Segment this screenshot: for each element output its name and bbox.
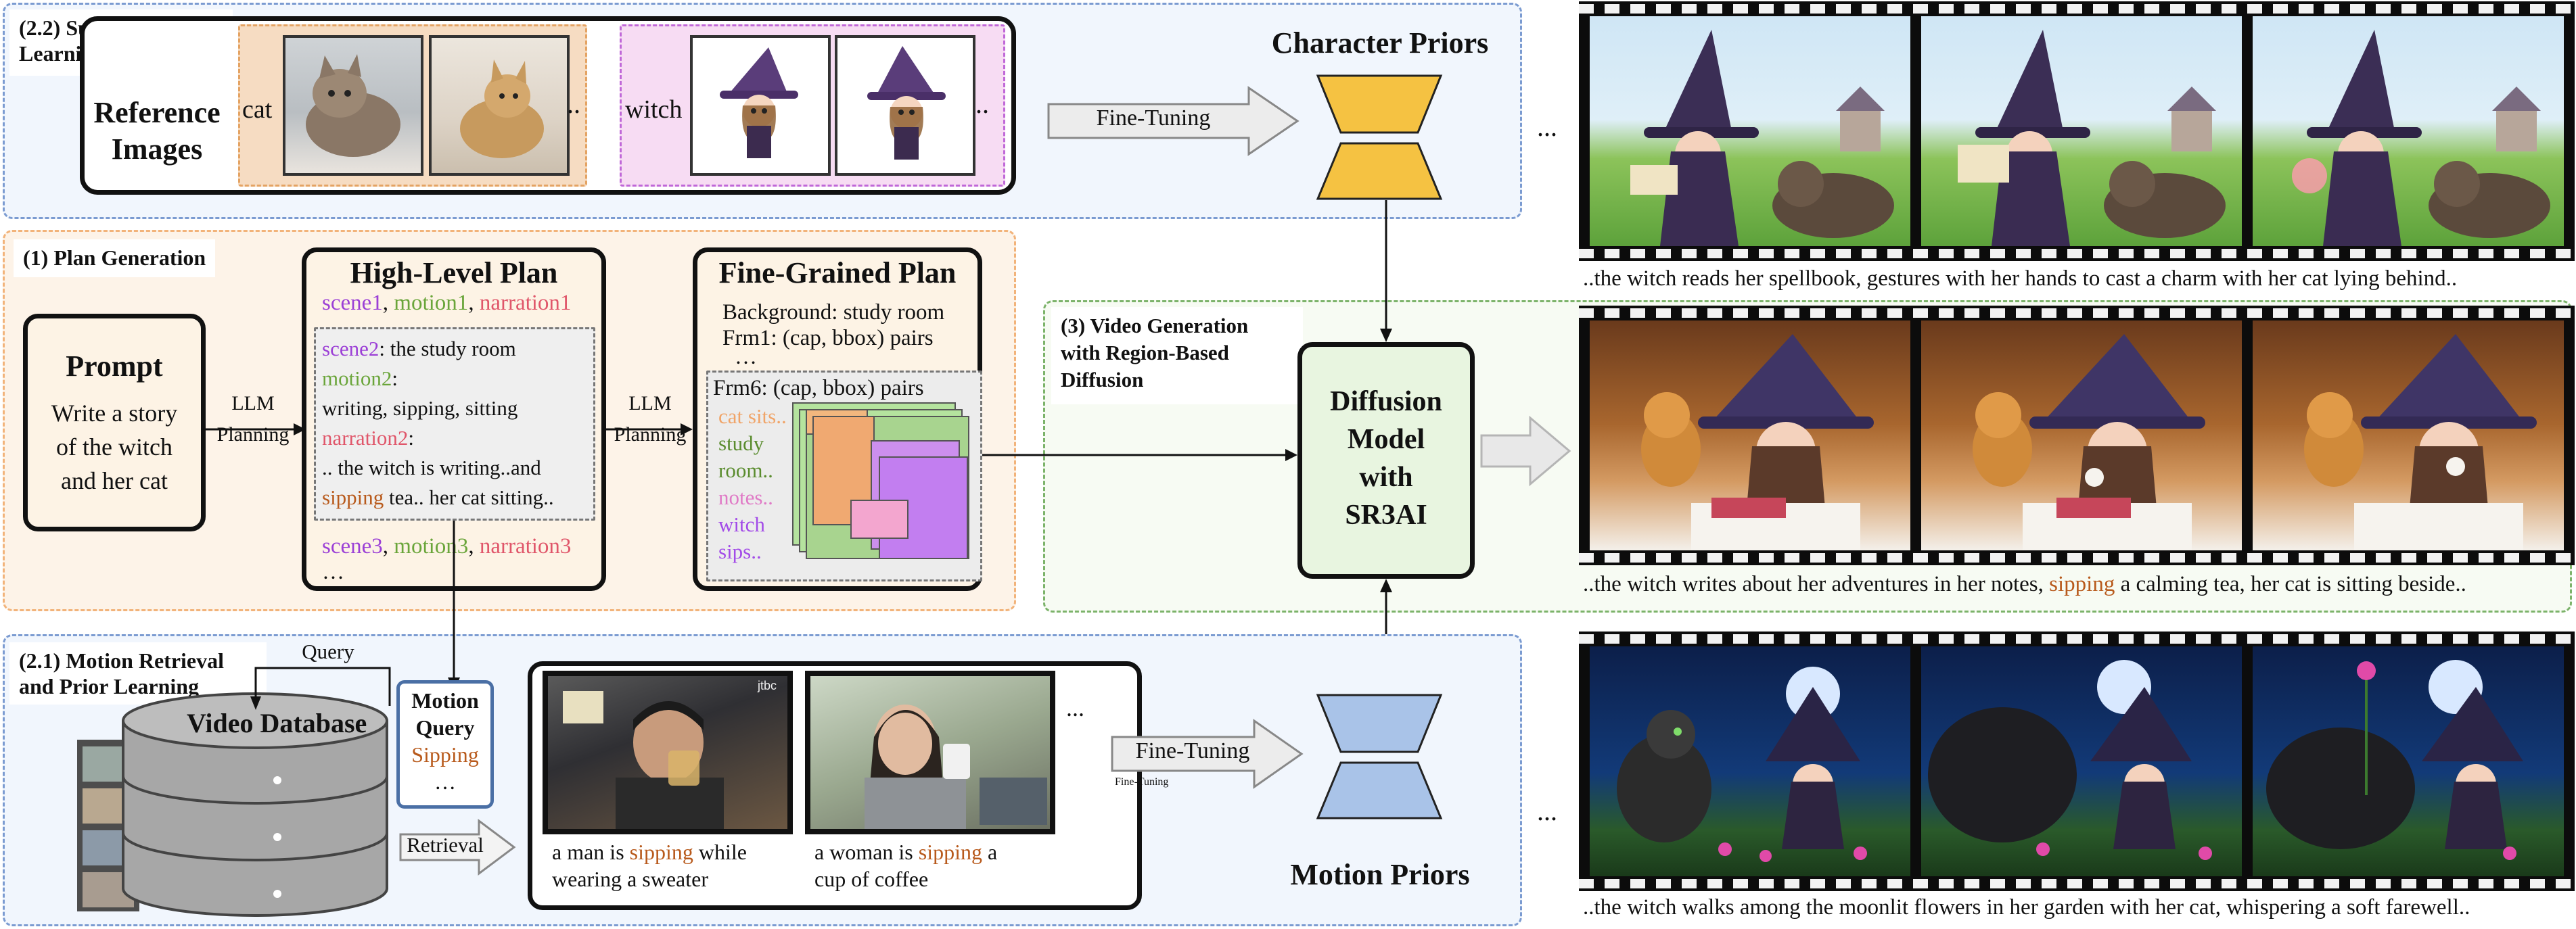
finetune-label-top: Fine-Tuning: [1096, 105, 1211, 130]
output-sipping-highlight: sipping: [2049, 572, 2115, 596]
strip2-frame-1: [1590, 320, 1910, 550]
diffusion-model-box: [1297, 342, 1475, 579]
fine-grained-plan-title: Fine-Grained Plan: [718, 256, 957, 289]
caption-study: study: [718, 431, 764, 455]
frm6-captions: cat sits.. study room.. notes.. witch si…: [718, 403, 787, 565]
motion3-label: motion3: [394, 534, 469, 558]
motion-priors-title: Motion Priors: [1290, 858, 1470, 891]
video-badge: jtbc: [758, 679, 777, 692]
high-level-ellipsis: …: [322, 560, 344, 584]
diffusion-model-label: Diffusion Model with SR3AI: [1330, 386, 1442, 531]
outputs-ellipsis-top: ...: [1537, 112, 1557, 142]
strip1-frame-2: [1921, 16, 2242, 246]
caption-witch: witch: [718, 513, 765, 536]
query-arrow: [250, 667, 391, 710]
motion-priors-icon: [1316, 694, 1443, 819]
motion-query-text: Motion Query Sipping …: [396, 687, 494, 795]
caption-notes: notes..: [718, 485, 773, 509]
fine-grained-frm6: Frm6: (cap, bbox) pairs: [713, 376, 924, 400]
video-database-icon: [122, 692, 388, 917]
finetune-label-bottom-text: Fine-Tuning: [1135, 738, 1250, 763]
output-film-strip-2: [1579, 306, 2575, 565]
llm-planning-label-1: LLM Planning: [216, 392, 290, 446]
scene1-label: scene1: [322, 291, 383, 315]
cat-reference-image-2: [429, 35, 570, 176]
caption-cat-sits: cat sits..: [718, 404, 787, 428]
retrieved-caption-2: a woman is sipping a cup of coffee: [814, 840, 998, 891]
prompt-title: Prompt: [66, 350, 163, 383]
cat-reference-image-1: [283, 35, 423, 176]
llm-planning-arrow-2: [606, 423, 693, 435]
strip1-frame-1: [1590, 16, 1910, 246]
high-level-scene2-card: [314, 327, 595, 521]
high-level-scene3-row: scene3, motion3, narration3: [322, 534, 572, 558]
scene3-label: scene3: [322, 534, 383, 558]
output-film-strip-1: [1579, 1, 2575, 261]
witch-group-ellipsis: ..: [975, 89, 989, 119]
narration3-label: narration3: [479, 534, 572, 558]
strip2-frame-2: [1921, 320, 2242, 550]
witch-reference-image-2: [835, 35, 975, 176]
witch-group-label: witch: [625, 95, 683, 124]
retrieval-arrow: [399, 819, 516, 876]
retrieval-label: Retrieval: [407, 833, 484, 857]
narration1-label: narration1: [479, 291, 572, 315]
video-database-label: Video Database: [187, 708, 367, 738]
motion1-label: motion1: [394, 291, 469, 315]
high-level-plan-title: High-Level Plan: [350, 256, 558, 289]
output-caption-1: ..the witch reads her spellbook, gesture…: [1583, 266, 2458, 291]
cat-group-ellipsis: ..: [567, 89, 580, 119]
fine-grained-frm1: Frm1: (cap, bbox) pairs: [722, 326, 934, 350]
finetune-arrow-bottom: [1111, 719, 1304, 789]
character-to-diffusion-arrow: [1380, 200, 1392, 342]
output-caption-2: ..the witch writes about her adventures …: [1583, 572, 2466, 596]
strip3-frame-1: [1590, 646, 1910, 876]
fine-grained-dots: …: [735, 345, 757, 369]
witch-reference-image-1: [690, 35, 831, 176]
high-level-scene1-row: scene1, motion1, narration1: [322, 291, 572, 315]
caption-room: room..: [718, 458, 773, 482]
finetune-arrow-top: [1047, 86, 1300, 156]
motion-query-box: [396, 680, 494, 809]
output-film-strip-3: [1579, 632, 2575, 891]
llm-planning-label-2: LLM Planning: [614, 392, 687, 446]
reference-images-label: Reference Images: [93, 96, 221, 166]
character-priors-icon: [1316, 74, 1443, 200]
diffusion-output-arrow: [1480, 415, 1571, 487]
retrieved-video-2: [805, 671, 1055, 834]
bbox-layout-stack: [792, 402, 969, 559]
strip3-frame-3: [2253, 646, 2564, 876]
strip1-frame-3: [2253, 16, 2564, 246]
plan-to-diffusion-arrow: [982, 449, 1297, 461]
retrieved-caption-1: a man is sipping while wearing a sweater: [552, 840, 747, 891]
strip3-frame-2: [1921, 646, 2242, 876]
llm-planning-arrow-1: [206, 423, 306, 435]
plan-to-motion-query-arrow: [448, 521, 460, 691]
prompt-box: [23, 314, 206, 531]
query-label: Query: [302, 640, 354, 663]
strip2-frame-3: [2253, 320, 2564, 550]
outputs-ellipsis-bottom: ...: [1537, 796, 1557, 826]
sipping-highlight: sipping: [322, 485, 384, 509]
plan-generation-tag: (1) Plan Generation: [14, 239, 216, 277]
motion-query-value: Sipping: [411, 742, 479, 767]
video-generation-tag: (3) Video Generation with Region-Based D…: [1051, 307, 1303, 404]
high-level-scene2-text: scene2: the study room motion2: writing,…: [322, 337, 554, 509]
fine-grained-background: Background: study room: [722, 300, 945, 325]
retrieved-video-1: jtbc: [543, 671, 793, 834]
character-priors-title: Character Priors: [1271, 26, 1489, 59]
cat-group-label: cat: [242, 95, 273, 124]
caption-sips: sips..: [718, 540, 762, 563]
prompt-text: Write a story of the witch and her cat: [51, 400, 178, 494]
retrieved-videos-ellipsis: ...: [1066, 694, 1084, 721]
output-caption-3: ..the witch walks among the moonlit flow…: [1583, 895, 2470, 920]
